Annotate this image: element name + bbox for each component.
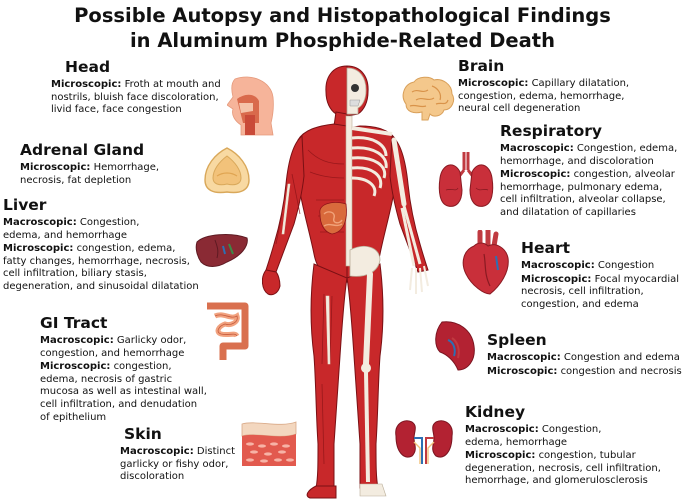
- macroscopic-text: Congestion and edema: [563, 352, 680, 363]
- microscopic-label: Microscopic:: [3, 243, 74, 255]
- heart-icon: [460, 230, 512, 296]
- macroscopic-text: Congestion, edema, and hemorrhage: [3, 217, 140, 241]
- microscopic-label: Microscopic:: [458, 78, 529, 89]
- intestines-icon: [203, 300, 249, 364]
- microscopic-text: congestion, tubular degeneration, necros…: [465, 450, 661, 487]
- section-respiratory-heading: Respiratory: [500, 122, 602, 140]
- macroscopic-label: Macroscopic:: [465, 424, 539, 435]
- section-skin: Skin Macroscopic: Distinct garlicky or f…: [120, 425, 240, 485]
- microscopic-text: Capillary dilatation, congestion, edema,…: [458, 78, 630, 115]
- page-title-line-2: in Aluminum Phosphide-Related Death: [129, 29, 556, 52]
- microscopic-label: Microscopic:: [465, 450, 536, 462]
- section-adrenal-gland: Adrenal Gland Microscopic: Hemorrhage, n…: [20, 141, 178, 188]
- section-head-microscopic: Microscopic: Froth at mouth and nostrils…: [51, 79, 225, 117]
- section-adrenal-gland-microscopic: Microscopic: Hemorrhage, necrosis, fat d…: [20, 162, 178, 187]
- section-liver-macroscopic: Macroscopic: Congestion, edema, and hemo…: [3, 217, 159, 242]
- section-head-heading: Head: [65, 58, 111, 76]
- microscopic-label: Microscopic:: [20, 162, 91, 173]
- microscopic-text: congestion, edema, necrosis of gastric m…: [40, 361, 207, 423]
- section-spleen-microscopic: Microscopic: congestion and necrosis: [487, 366, 683, 379]
- macroscopic-label: Macroscopic:: [40, 335, 114, 346]
- section-gi-tract-microscopic: Microscopic: congestion, edema, necrosis…: [40, 361, 208, 424]
- section-kidney-heading: Kidney: [465, 403, 526, 421]
- macroscopic-text: Congestion: [597, 260, 655, 271]
- section-heart-heading: Heart: [521, 239, 570, 257]
- microscopic-text: congestion, alveolar hemorrhage, pulmona…: [500, 169, 675, 218]
- microscopic-text: Focal myocardial necrosis, cell infiltra…: [521, 273, 680, 310]
- microscopic-text: Froth at mouth and nostrils, bluish face…: [51, 79, 221, 116]
- section-respiratory: Respiratory Macroscopic: Congestion, ede…: [500, 122, 682, 221]
- section-kidney: Kidney Macroscopic: Congestion, edema, h…: [465, 403, 683, 489]
- lungs-icon: [436, 150, 496, 210]
- macroscopic-text: Congestion, edema, hemorrhage: [465, 424, 602, 448]
- microscopic-text: congestion, edema, fatty changes, hemorr…: [3, 243, 199, 292]
- microscopic-label: Microscopic:: [51, 79, 122, 90]
- section-gi-tract-heading: GI Tract: [40, 314, 108, 332]
- microscopic-text: Hemorrhage, necrosis, fat depletion: [20, 162, 160, 186]
- section-brain-microscopic: Microscopic: Capillary dilatation, conge…: [458, 78, 638, 116]
- section-gi-tract: GI Tract Macroscopic: Garlicky odor, con…: [40, 314, 208, 425]
- microscopic-label: Microscopic:: [40, 361, 111, 373]
- macroscopic-label: Macroscopic:: [487, 352, 561, 363]
- head-profile-icon: [227, 75, 277, 137]
- section-brain-heading: Brain: [458, 57, 505, 75]
- section-gi-tract-macroscopic: Macroscopic: Garlicky odor, congestion, …: [40, 335, 208, 360]
- brain-icon: [400, 76, 456, 122]
- liver-icon: [195, 232, 249, 270]
- macroscopic-label: Macroscopic:: [500, 143, 574, 154]
- section-liver-microscopic: Microscopic: congestion, edema, fatty ch…: [3, 243, 201, 293]
- section-liver: Liver Macroscopic: Congestion, edema, an…: [3, 196, 201, 295]
- section-heart-microscopic: Microscopic: Focal myocardial necrosis, …: [521, 274, 681, 312]
- macroscopic-text: Distinct garlicky or fishy odor, discolo…: [120, 446, 236, 483]
- skin-layer-icon: [240, 420, 298, 468]
- section-spleen: Spleen Macroscopic: Congestion and edema…: [487, 331, 683, 379]
- section-respiratory-microscopic: Microscopic: congestion, alveolar hemorr…: [500, 169, 682, 219]
- section-spleen-macroscopic: Macroscopic: Congestion and edema: [487, 352, 683, 365]
- page-title-line-1: Possible Autopsy and Histopathological F…: [74, 4, 611, 27]
- macroscopic-label: Macroscopic:: [3, 217, 77, 228]
- microscopic-label: Microscopic:: [521, 273, 592, 285]
- section-respiratory-macroscopic: Macroscopic: Congestion, edema, hemorrha…: [500, 143, 682, 168]
- section-kidney-macroscopic: Macroscopic: Congestion, edema, hemorrha…: [465, 424, 625, 449]
- macroscopic-label: Macroscopic:: [521, 260, 595, 271]
- human-anatomy-figure: [262, 64, 432, 500]
- section-adrenal-gland-heading: Adrenal Gland: [20, 141, 145, 159]
- microscopic-label: Microscopic:: [487, 365, 558, 377]
- section-liver-heading: Liver: [3, 196, 47, 214]
- spleen-icon: [432, 320, 476, 372]
- section-skin-macroscopic: Macroscopic: Distinct garlicky or fishy …: [120, 446, 240, 484]
- kidneys-icon: [392, 418, 456, 466]
- section-heart-macroscopic: Macroscopic: Congestion: [521, 260, 681, 273]
- section-head: Head Microscopic: Froth at mouth and nos…: [51, 58, 225, 118]
- section-heart: Heart Macroscopic: Congestion Microscopi…: [521, 239, 681, 312]
- macroscopic-label: Macroscopic:: [120, 446, 194, 457]
- macroscopic-text: Congestion, edema, hemorrhage, and disco…: [500, 143, 678, 167]
- section-kidney-microscopic: Microscopic: congestion, tubular degener…: [465, 450, 683, 488]
- section-skin-heading: Skin: [124, 425, 162, 443]
- macroscopic-text: Garlicky odor, congestion, and hemorrhag…: [40, 335, 187, 359]
- microscopic-label: Microscopic:: [500, 169, 571, 181]
- adrenal-gland-icon: [203, 146, 251, 196]
- section-spleen-heading: Spleen: [487, 331, 547, 349]
- microscopic-text: congestion and necrosis: [560, 365, 682, 377]
- section-brain: Brain Microscopic: Capillary dilatation,…: [458, 57, 638, 117]
